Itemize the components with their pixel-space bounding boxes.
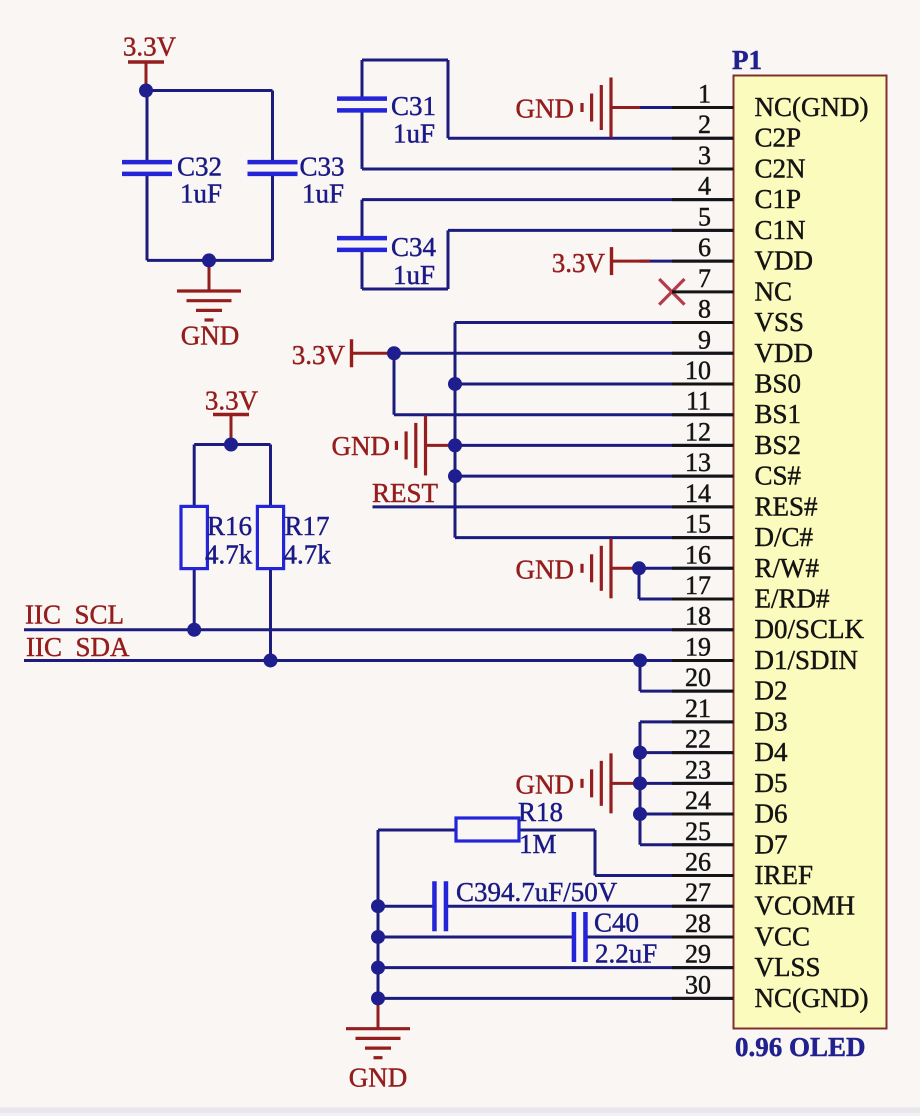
svg-text:27: 27 <box>685 878 711 907</box>
svg-text:18: 18 <box>685 602 711 631</box>
svg-text:12: 12 <box>685 417 711 446</box>
svg-text:3.3V: 3.3V <box>552 248 606 278</box>
svg-text:IIC SCL: IIC SCL <box>25 600 124 630</box>
svg-text:4.7k: 4.7k <box>284 540 332 570</box>
svg-text:C1P: C1P <box>755 184 802 214</box>
svg-text:11: 11 <box>686 387 711 416</box>
svg-text:26: 26 <box>685 848 711 877</box>
svg-text:C34: C34 <box>391 232 437 262</box>
svg-text:22: 22 <box>685 725 711 754</box>
svg-text:1uF: 1uF <box>302 179 344 209</box>
svg-text:E/RD#: E/RD# <box>755 584 831 614</box>
svg-text:R/W#: R/W# <box>755 553 820 583</box>
svg-text:P1: P1 <box>732 45 762 75</box>
svg-text:VCC: VCC <box>755 921 811 951</box>
svg-text:VSS: VSS <box>755 307 805 337</box>
svg-text:19: 19 <box>685 632 711 661</box>
svg-text:VDD: VDD <box>755 338 814 368</box>
svg-text:24: 24 <box>685 786 711 815</box>
svg-text:RES#: RES# <box>755 491 819 521</box>
svg-text:1M: 1M <box>519 829 557 859</box>
svg-text:5: 5 <box>698 202 711 231</box>
svg-text:6: 6 <box>698 233 711 262</box>
svg-text:BS0: BS0 <box>755 368 802 398</box>
svg-text:2: 2 <box>698 110 711 139</box>
svg-text:C394.7uF/50V: C394.7uF/50V <box>456 877 618 907</box>
svg-text:3.3V: 3.3V <box>123 32 177 62</box>
svg-text:3: 3 <box>698 141 711 170</box>
svg-text:1uF: 1uF <box>393 119 435 149</box>
svg-text:GND: GND <box>181 321 240 351</box>
svg-text:R17: R17 <box>285 511 330 541</box>
svg-text:C40: C40 <box>594 908 639 938</box>
svg-text:1uF: 1uF <box>180 179 222 209</box>
svg-text:21: 21 <box>685 694 711 723</box>
svg-text:NC(GND): NC(GND) <box>755 983 869 1013</box>
svg-text:29: 29 <box>685 940 711 969</box>
svg-text:3.3V: 3.3V <box>205 386 259 416</box>
svg-text:16: 16 <box>685 540 711 569</box>
svg-text:BS2: BS2 <box>755 430 802 460</box>
svg-text:BS1: BS1 <box>755 399 802 429</box>
svg-text:VLSS: VLSS <box>755 952 821 982</box>
svg-text:GND: GND <box>332 431 391 461</box>
svg-text:C32: C32 <box>177 152 222 182</box>
svg-text:4: 4 <box>698 172 711 201</box>
svg-text:C2P: C2P <box>755 123 802 153</box>
svg-text:IREF: IREF <box>755 860 814 890</box>
svg-text:GND: GND <box>516 554 575 584</box>
svg-text:D/C#: D/C# <box>755 522 814 552</box>
svg-text:4.7k: 4.7k <box>205 540 253 570</box>
svg-text:D6: D6 <box>755 799 788 829</box>
svg-text:10: 10 <box>685 356 711 385</box>
svg-text:D5: D5 <box>755 768 788 798</box>
svg-text:CS#: CS# <box>755 461 802 491</box>
svg-text:17: 17 <box>685 571 711 600</box>
svg-text:1uF: 1uF <box>393 260 435 290</box>
svg-text:28: 28 <box>685 909 711 938</box>
svg-text:C2N: C2N <box>755 153 806 183</box>
svg-text:D4: D4 <box>755 737 788 767</box>
svg-text:13: 13 <box>685 448 711 477</box>
svg-text:15: 15 <box>685 510 711 539</box>
svg-text:8: 8 <box>698 295 711 324</box>
svg-text:VDD: VDD <box>755 246 814 276</box>
svg-text:GND: GND <box>349 1063 408 1093</box>
svg-text:1: 1 <box>698 80 711 109</box>
svg-text:VCOMH: VCOMH <box>755 891 856 921</box>
svg-text:R16: R16 <box>207 511 252 541</box>
svg-text:25: 25 <box>685 817 711 846</box>
svg-text:C33: C33 <box>300 152 345 182</box>
svg-text:D0/SCLK: D0/SCLK <box>755 614 865 644</box>
svg-text:30: 30 <box>685 970 711 999</box>
svg-text:23: 23 <box>685 755 711 784</box>
svg-text:R18: R18 <box>518 797 563 827</box>
svg-text:0.96 OLED: 0.96 OLED <box>735 1032 866 1062</box>
svg-text:NC(GND): NC(GND) <box>755 92 869 122</box>
svg-text:C31: C31 <box>391 91 436 121</box>
svg-text:20: 20 <box>685 663 711 692</box>
svg-text:GND: GND <box>516 94 575 124</box>
svg-text:IIC SDA: IIC SDA <box>26 632 130 662</box>
svg-text:C1N: C1N <box>755 215 806 245</box>
svg-text:D1/SDIN: D1/SDIN <box>755 645 859 675</box>
svg-text:D3: D3 <box>755 706 788 736</box>
svg-text:NC: NC <box>755 276 793 306</box>
svg-text:3.3V: 3.3V <box>292 340 346 370</box>
svg-text:D7: D7 <box>755 829 788 859</box>
svg-text:9: 9 <box>698 325 711 354</box>
svg-text:D2: D2 <box>755 676 788 706</box>
svg-text:2.2uF: 2.2uF <box>595 939 657 969</box>
svg-text:14: 14 <box>685 479 711 508</box>
svg-text:7: 7 <box>698 264 711 293</box>
svg-text:REST: REST <box>372 478 439 508</box>
svg-text:GND: GND <box>516 769 575 799</box>
